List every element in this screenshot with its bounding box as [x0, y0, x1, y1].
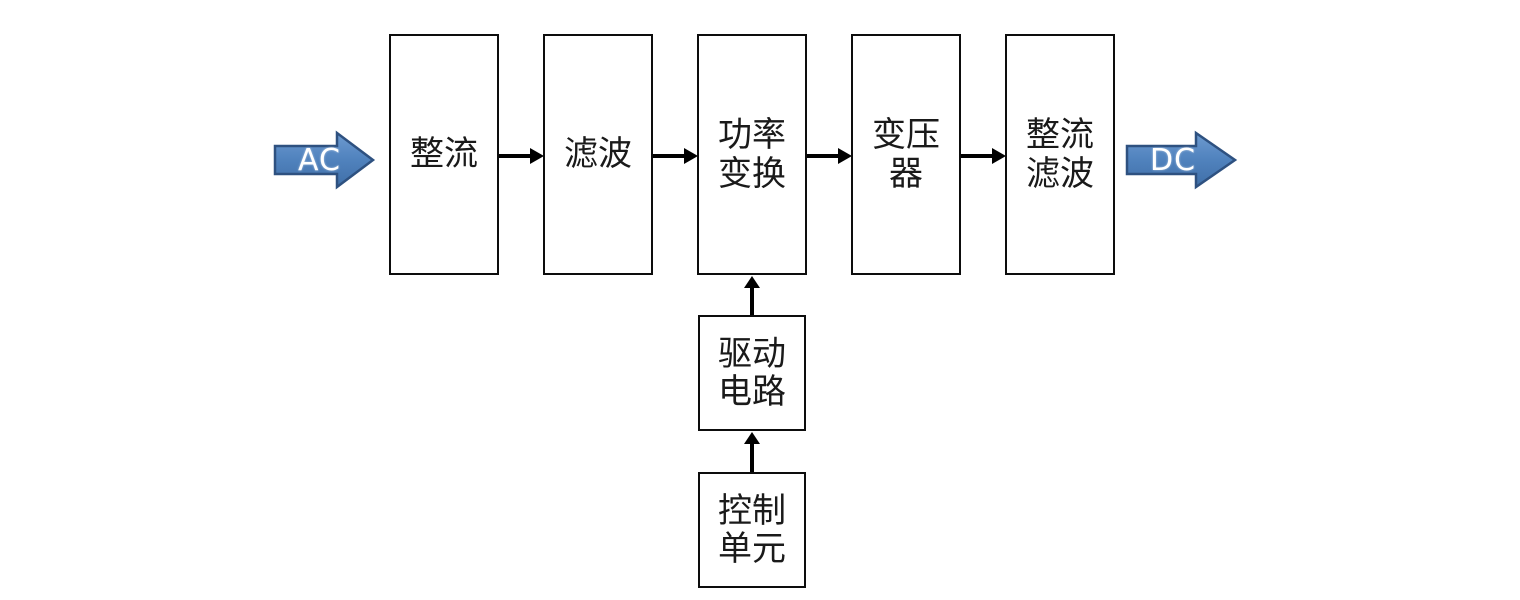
ac-arrow-shape: [273, 130, 376, 190]
connector-transformer-to-output-filter: [961, 147, 1007, 165]
block-control-unit-label: 控制 单元: [718, 490, 786, 569]
ac-input-arrow: AC: [273, 130, 376, 190]
dc-arrow-shape: [1125, 130, 1238, 190]
block-output-rectifier-filter-label: 整流 滤波: [1026, 115, 1094, 194]
connector-filter-to-power-conversion: [653, 147, 699, 165]
block-drive-circuit[interactable]: 驱动 电路: [698, 315, 806, 431]
block-transformer[interactable]: 变压 器: [851, 34, 961, 275]
block-power-conversion-label: 功率 变换: [718, 115, 786, 194]
connector-power-conversion-to-transformer: [807, 147, 853, 165]
block-output-rectifier-filter[interactable]: 整流 滤波: [1005, 34, 1115, 275]
block-power-conversion[interactable]: 功率 变换: [697, 34, 807, 275]
block-rectifier[interactable]: 整流: [389, 34, 499, 275]
dc-output-arrow: DC: [1125, 130, 1238, 190]
block-control-unit[interactable]: 控制 单元: [698, 472, 806, 588]
connector-rectifier-to-filter: [499, 147, 545, 165]
block-drive-circuit-label: 驱动 电路: [718, 333, 786, 412]
connector-control-to-drive: [743, 432, 761, 473]
connector-drive-to-power-conversion: [743, 276, 761, 316]
block-transformer-label: 变压 器: [872, 115, 940, 194]
block-filter-label: 滤波: [564, 134, 632, 175]
block-filter[interactable]: 滤波: [543, 34, 653, 275]
block-rectifier-label: 整流: [410, 134, 478, 175]
